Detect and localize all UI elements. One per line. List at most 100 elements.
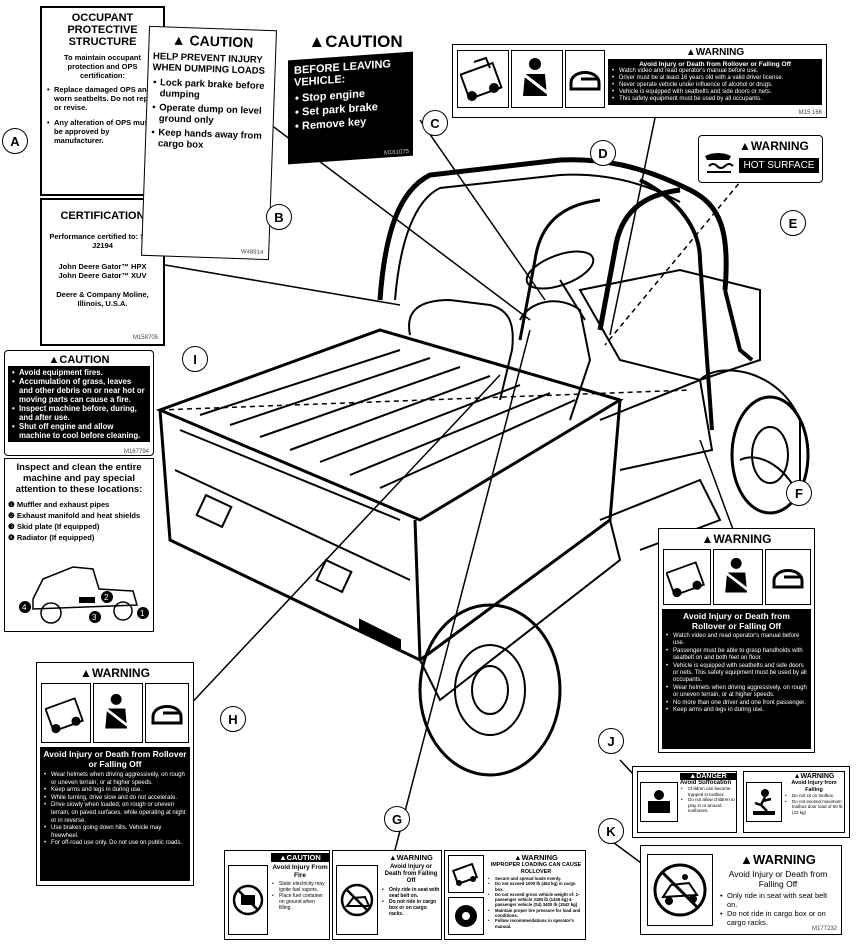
label-j-warning-signal-text: WARNING: [800, 773, 835, 780]
label-h-bullet: Drive slowly when loaded, on rough or un…: [43, 802, 187, 825]
callout-f: F: [786, 480, 812, 506]
label-c-part-number: M161075: [383, 148, 409, 157]
label-d-bullet: Driver must be at least 16 years old wit…: [611, 75, 819, 82]
label-e-signal-word: ▲WARNING: [739, 139, 809, 153]
label-d-part-number: M15 166: [798, 110, 822, 116]
label-i-bullet: Shut off engine and allow machine to coo…: [11, 422, 147, 440]
label-h-black-panel: Avoid Injury or Death from Rollover or F…: [40, 747, 190, 881]
label-b-signal-text: CAUTION: [189, 32, 254, 51]
label-d-subtitle: Avoid Injury or Death from Rollover or F…: [639, 61, 791, 68]
callout-e: E: [780, 210, 806, 236]
label-j-danger-signal: ▲DANGER: [680, 773, 736, 780]
label-c-black-panel: BEFORE LEAVING VEHICLE: Stop engine Set …: [288, 51, 413, 165]
svg-text:2: 2: [104, 593, 109, 602]
label-a-part-number: M158705: [132, 335, 158, 341]
label-f-subtitle: Avoid Injury or Death from Rollover or F…: [683, 611, 790, 631]
tire-pressure-icon: [448, 897, 484, 935]
label-b-caution-dumping: ▲ CAUTION HELP PREVENT INJURY WHEN DUMPI…: [141, 25, 277, 261]
rollover-pictogram-icon: [457, 50, 509, 108]
svg-text:4: 4: [22, 603, 27, 612]
helmet-pictogram-icon: [145, 683, 189, 743]
label-k-part-number: M177232: [811, 926, 837, 932]
label-j-danger-text: ▲DANGER Avoid Suffocation Children can b…: [680, 773, 736, 814]
label-d-bullet-list: Watch video and read operator's manual b…: [611, 68, 819, 103]
label-g-panel-3-bullet: Maintain proper tire pressure for load a…: [487, 908, 585, 919]
helmet-pictogram-icon: [565, 50, 605, 108]
label-i-heading: Inspect and clean the entire machine and…: [15, 462, 143, 495]
person-falling-icon: [746, 782, 782, 822]
label-h-bullet: While turning, drive slow and do not acc…: [43, 795, 187, 803]
label-f-signal-text: WARNING: [713, 532, 772, 546]
label-j-warning-title: Avoid Injury from Falling: [791, 780, 837, 793]
label-e-signal-text: WARNING: [750, 139, 809, 153]
label-h-bullet-list: Wear helmets when driving aggressively, …: [43, 772, 187, 848]
label-b-bullet: Lock park brake before dumping: [152, 77, 271, 103]
label-d-signal-text: WARNING: [695, 47, 745, 58]
label-i-location: ❹ Radiator (If equipped): [8, 532, 150, 543]
seatbelt-pictogram-icon: [511, 50, 563, 108]
label-g-panel-3-bullet-list: Secure and spread loads evenly. Do not e…: [487, 876, 585, 929]
seatbelt-pictogram-icon: [93, 683, 143, 743]
label-j-danger-bullet-list: Children can become trapped in toolbox. …: [680, 786, 736, 814]
helmet-pictogram-icon: [765, 549, 811, 605]
label-a-title: OCCUPANT PROTECTIVE STRUCTURE: [67, 12, 138, 48]
callout-c: C: [422, 110, 448, 136]
label-a-company: Deere & Company Moline, Illinois, U.S.A.: [56, 290, 149, 308]
label-g-panel-falling-off: ▲WARNING Avoid Injury or Death from Fall…: [332, 850, 442, 940]
label-a-cert-title: CERTIFICATION: [60, 210, 145, 222]
label-g-panel-3-bullet: Do not exceed 1000 lb (454 kg) in cargo …: [487, 881, 585, 892]
label-h-subtitle: Avoid Injury or Death from Rollover or F…: [43, 749, 187, 769]
label-i-bullet: Inspect machine before, during, and afte…: [11, 404, 147, 422]
label-j-warning-signal: ▲WARNING: [793, 773, 835, 780]
label-a-model-2: John Deere Gator™ XUV: [58, 271, 147, 280]
label-g-panel-2-bullet: Only ride in seat with seat belt on.: [381, 887, 441, 899]
label-f-signal-word: ▲WARNING: [701, 532, 772, 546]
label-d-bullet: Never operate vehicle under influence of…: [611, 82, 819, 89]
label-g-panel-3-bullet: Secure and spread loads evenly.: [487, 876, 585, 882]
label-g-panel-1-title: Avoid Injury From Fire: [272, 864, 328, 879]
label-d-text-area: ▲WARNING Avoid Injury or Death from Roll…: [608, 47, 822, 105]
label-j-toolbox: ▲DANGER Avoid Suffocation Children can b…: [632, 766, 850, 838]
label-g-panel-2-signal: ▲WARNING: [389, 853, 433, 862]
label-g-panel-3-title: IMPROPER LOADING CAN CAUSE ROLLOVER: [490, 862, 582, 875]
label-g-panel-3-signal-text: WARNING: [521, 853, 558, 862]
label-g-panel-1-bullet-list: Static electricity may ignite fuel vapor…: [271, 881, 329, 911]
rollover-pictogram-icon: [41, 683, 91, 743]
no-static-fuel-icon: [228, 865, 268, 935]
label-j-danger-bullet: Do not allow children to play in or arou…: [680, 797, 736, 814]
label-d-bullet: Watch video and read operator's manual b…: [611, 68, 819, 75]
label-g-panel-2-text: ▲WARNING Avoid Injury or Death from Fall…: [381, 853, 441, 917]
vehicle-location-diagram-icon: 4 2 3 1: [19, 566, 149, 624]
label-i-location-text: Skid plate (If equipped): [16, 522, 100, 531]
label-d-bullet: Vehicle is equipped with seatbelts and s…: [611, 89, 819, 96]
callout-b: B: [266, 204, 292, 230]
label-g-panel-2-bullet-list: Only ride in seat with seat belt on. Do …: [381, 887, 441, 917]
label-g-panel-1-bullet: Static electricity may ignite fuel vapor…: [271, 881, 329, 893]
label-g-panel-1-signal: ▲CAUTION: [271, 853, 329, 862]
label-i-signal-word: ▲CAUTION: [48, 354, 110, 366]
number-2-icon: ❷: [8, 511, 15, 520]
label-i-location-text: Exhaust manifold and heat shields: [16, 511, 141, 520]
label-h-warning-rollover: ▲WARNING Avoid Injury or Death from Roll…: [36, 662, 194, 886]
label-k-bullet: Do not ride in cargo box or on cargo rac…: [719, 909, 837, 927]
label-i-signal-text: CAUTION: [59, 354, 110, 366]
label-a-bullet: Replace damaged OPS and worn seatbelts. …: [46, 85, 159, 112]
label-j-danger-title: Avoid Suffocation: [680, 780, 732, 786]
label-i-location: ❸ Skid plate (If equipped): [8, 521, 150, 532]
label-b-heading: HELP PREVENT INJURY WHEN DUMPING LOADS: [152, 50, 266, 77]
label-i-location: ❷ Exhaust manifold and heat shields: [8, 510, 150, 521]
svg-text:3: 3: [92, 613, 97, 622]
label-d-signal-word: ▲WARNING: [685, 47, 745, 58]
label-c-signal-word: ▲CAUTION: [308, 32, 403, 51]
label-i-location-list: ❶ Muffler and exhaust pipes ❷ Exhaust ma…: [8, 499, 150, 543]
label-f-warning-rollover: ▲WARNING Avoid Injury or Death from Roll…: [658, 528, 815, 753]
svg-text:1: 1: [140, 609, 145, 618]
callout-h: H: [220, 706, 246, 732]
label-c-heading: BEFORE LEAVING VEHICLE:: [294, 58, 391, 89]
label-g-panel-1-text: ▲CAUTION Avoid Injury From Fire Static e…: [271, 853, 329, 911]
child-in-toolbox-icon: [640, 782, 678, 822]
label-f-bullet: Wear helmets when driving aggressively, …: [665, 685, 808, 700]
label-k-signal-word: ▲WARNING: [740, 852, 816, 867]
callout-g: G: [384, 806, 410, 832]
label-k-subtitle: Avoid Injury or Death from Falling Off: [728, 869, 828, 889]
